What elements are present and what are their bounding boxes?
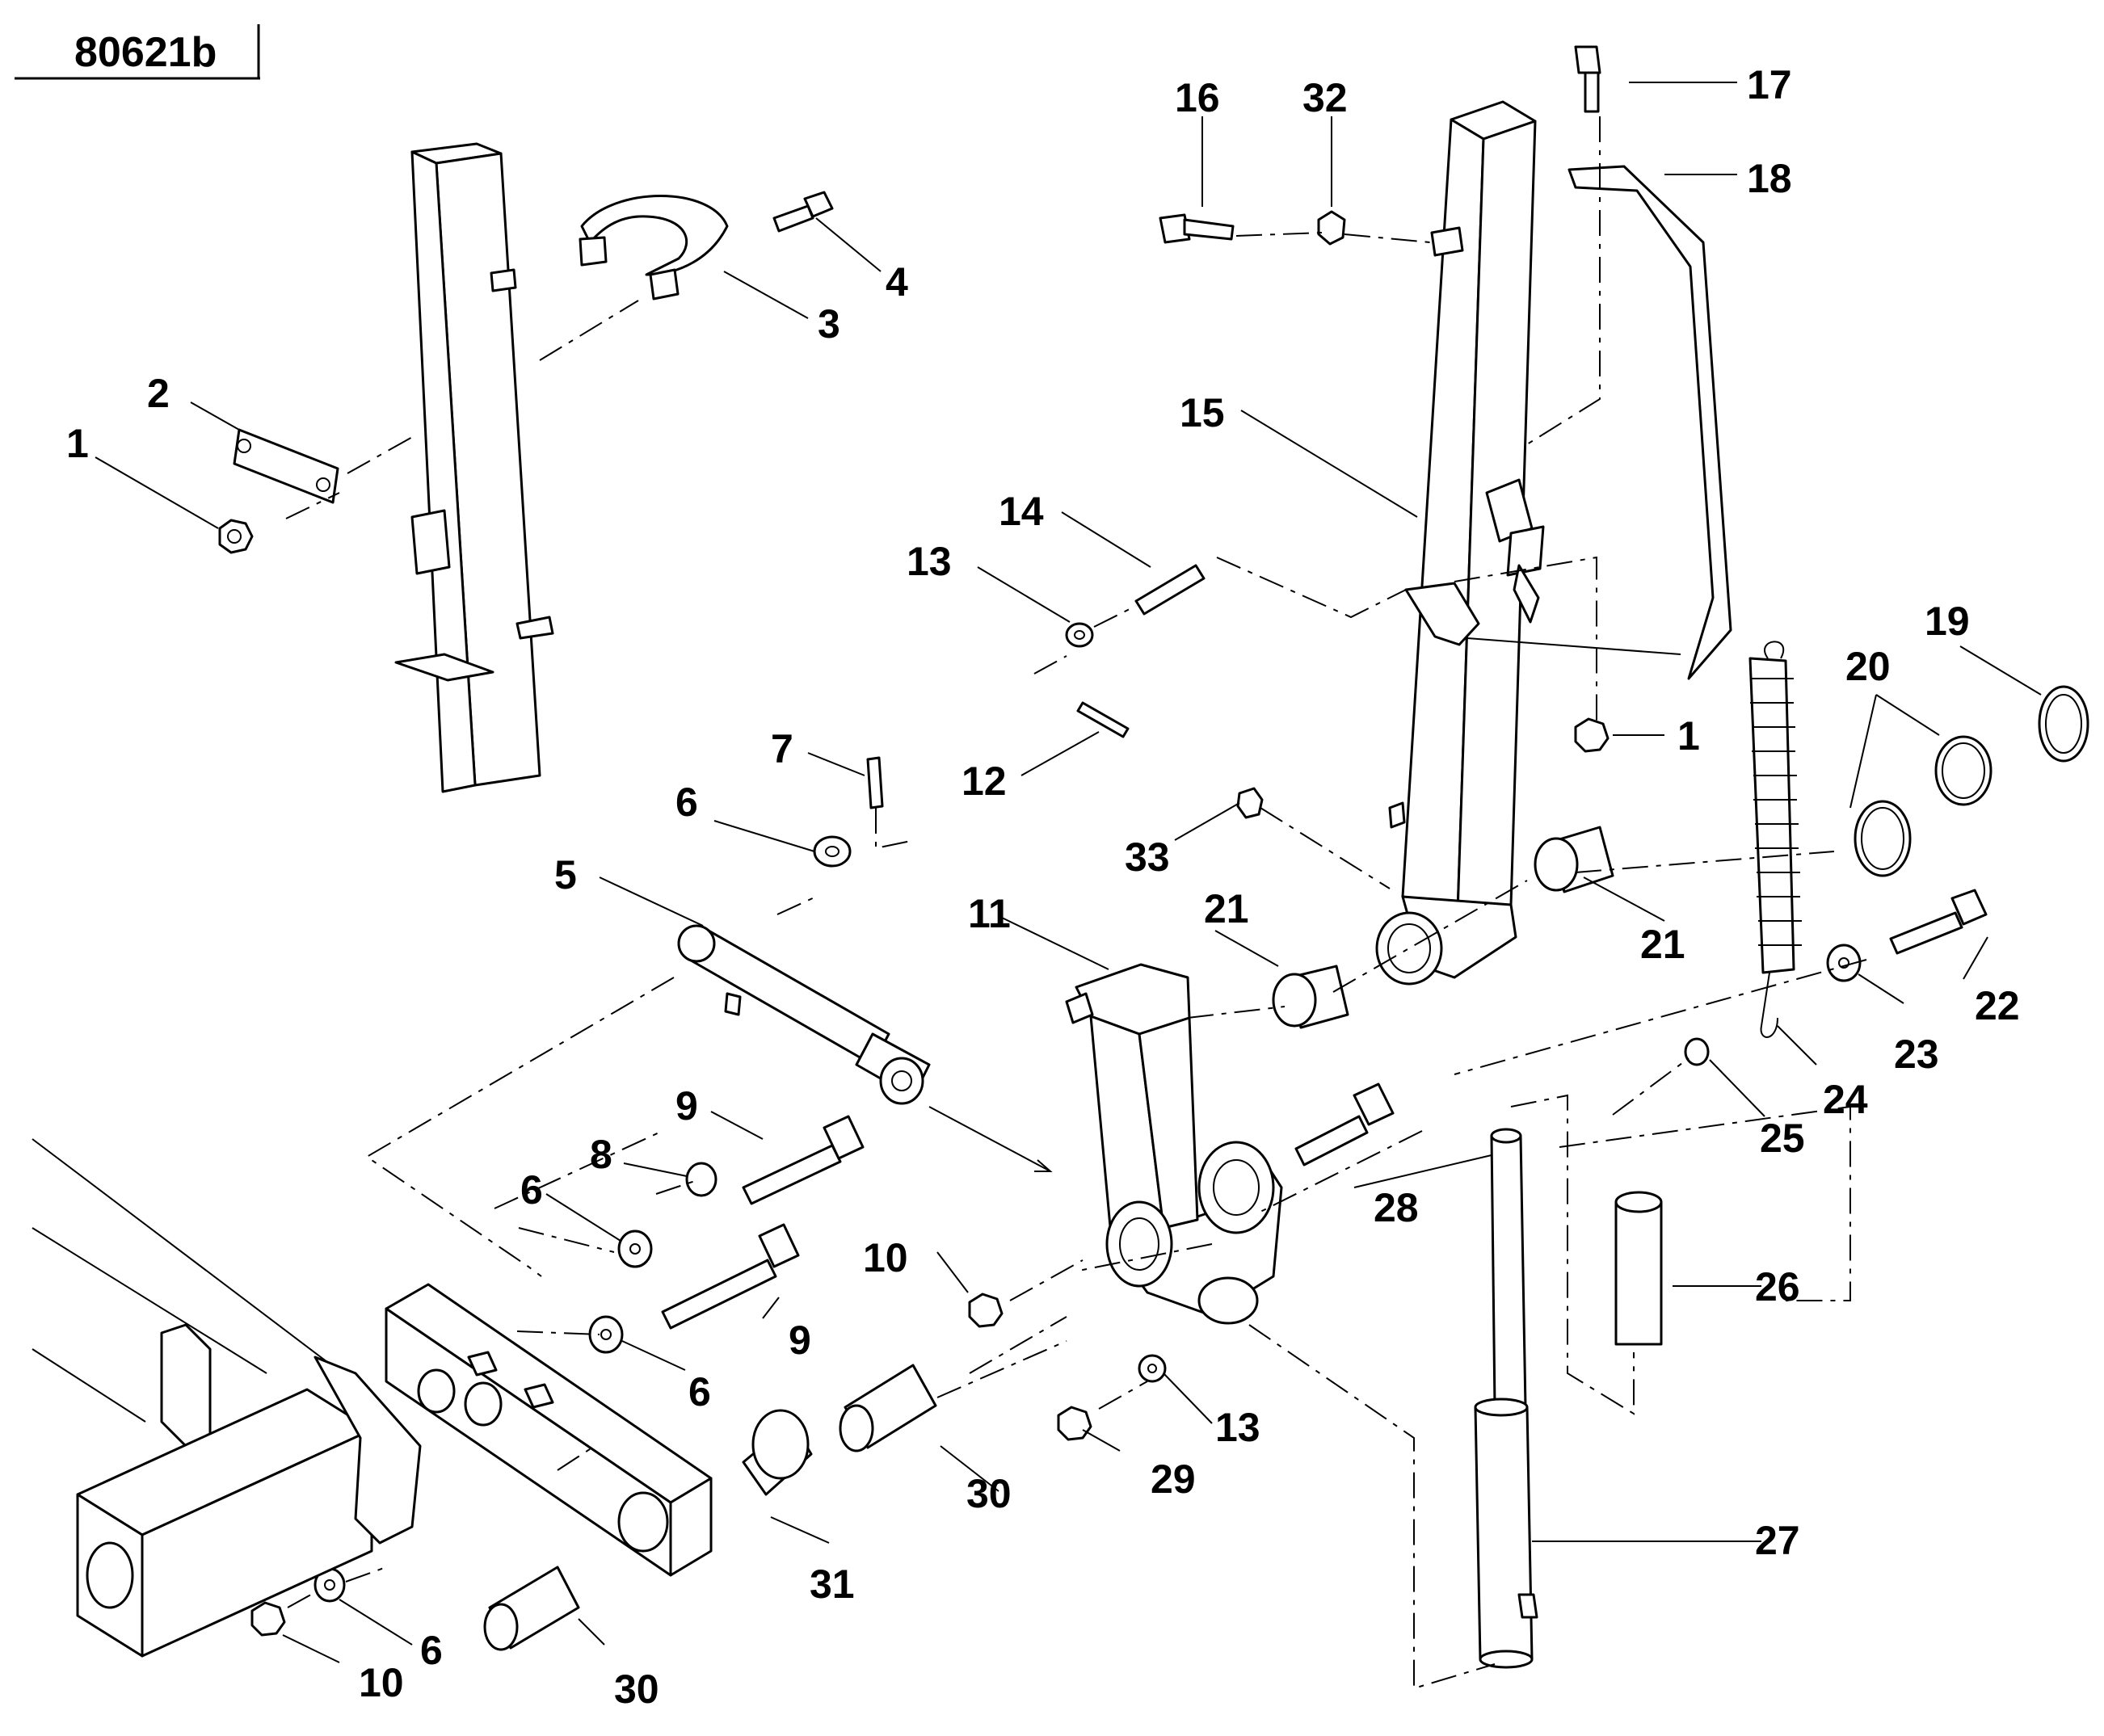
callout-26: 26 [1755, 1264, 1800, 1309]
tractor-frame [32, 1138, 422, 1658]
callout-3: 3 [818, 301, 840, 347]
callout-6-mid: 6 [688, 1369, 711, 1414]
spring-bracket [1567, 165, 1732, 680]
main-mast [1375, 100, 1545, 986]
spacer-25 [1684, 1037, 1710, 1066]
callout-32: 32 [1302, 75, 1348, 120]
callout-2: 2 [147, 371, 170, 416]
bolt-small [772, 191, 834, 233]
nut-10-upper [968, 1293, 1004, 1328]
thrust-washer-inner [1854, 800, 1912, 877]
callout-25: 25 [1760, 1116, 1805, 1161]
callout-33: 33 [1125, 834, 1170, 880]
bushing-upper [1534, 826, 1614, 893]
snap-ring [2038, 685, 2089, 763]
lock-washer [685, 1162, 717, 1197]
washer-13-lower [1138, 1354, 1167, 1383]
bolt-28 [1294, 1082, 1395, 1166]
roll-pin [866, 756, 884, 809]
knurled-bushing-lower [483, 1566, 580, 1651]
axle-beam [385, 1283, 813, 1577]
callout-4: 4 [886, 259, 908, 305]
thrust-washer-outer [1934, 735, 1992, 806]
callout-21-right: 21 [1640, 922, 1685, 967]
bolt-17 [1574, 45, 1601, 113]
callout-21-left: 21 [1204, 886, 1249, 931]
leader-lines [95, 82, 2042, 1663]
callout-30-upper: 30 [966, 1471, 1012, 1516]
spring-pin [1076, 701, 1130, 738]
drawing-id: 80621b [74, 29, 217, 76]
callout-8: 8 [590, 1132, 612, 1177]
extension-spring [1748, 641, 1802, 1038]
telescoping-post [1474, 1128, 1538, 1669]
hex-nut-right [1574, 717, 1610, 753]
callout-6-left: 6 [520, 1167, 543, 1213]
drawing-id-box: 80621b [15, 24, 260, 80]
callout-20: 20 [1845, 644, 1891, 689]
callout-10-lower: 10 [359, 1660, 404, 1705]
nut-10-lower [250, 1601, 286, 1637]
left-upright-tube [394, 142, 554, 793]
callout-11: 11 [968, 891, 1011, 936]
callout-28: 28 [1374, 1185, 1419, 1230]
callout-17: 17 [1747, 62, 1792, 107]
washer-13-upper [1065, 622, 1094, 648]
callout-14: 14 [999, 489, 1044, 534]
callout-22: 22 [1975, 983, 2020, 1028]
callout-6-top: 6 [675, 780, 698, 825]
grease-fitting [1236, 787, 1264, 819]
callout-labels: 1 2 3 4 5 6 6 6 6 7 8 9 9 10 10 11 12 13… [66, 62, 2020, 1712]
callout-18: 18 [1747, 156, 1792, 201]
callout-24: 24 [1823, 1077, 1868, 1122]
callout-13-upper: 13 [907, 539, 952, 584]
callout-27: 27 [1755, 1518, 1800, 1563]
flat-washer-upper [813, 835, 852, 868]
flat-washer-6-b [588, 1315, 624, 1354]
callout-9-lower: 9 [789, 1318, 811, 1363]
nut-29 [1057, 1406, 1092, 1441]
sleeve [1614, 1191, 1663, 1346]
callout-23: 23 [1894, 1032, 1939, 1077]
knurled-bushing-upper [839, 1364, 937, 1452]
strap-plate [233, 428, 339, 504]
bolt-9-upper [742, 1115, 865, 1205]
callout-15: 15 [1180, 390, 1225, 435]
u-bracket [579, 195, 729, 301]
centerlines [285, 116, 1867, 1690]
callout-30-lower: 30 [614, 1667, 659, 1712]
callout-19: 19 [1925, 599, 1970, 644]
bolt-9-lower [661, 1223, 800, 1330]
clevis-pin [1134, 564, 1206, 616]
bolt-22 [1889, 889, 1988, 955]
callout-13-lower: 13 [1215, 1405, 1260, 1450]
hex-nut-left [218, 519, 254, 554]
pivot-arm [1065, 963, 1283, 1325]
nut-32 [1317, 210, 1346, 246]
bushing-lower [1272, 965, 1349, 1029]
callout-5: 5 [554, 852, 577, 897]
callout-31: 31 [810, 1562, 855, 1607]
callout-1: 1 [66, 421, 89, 466]
callout-7: 7 [771, 726, 793, 771]
callout-6-bottom: 6 [420, 1628, 443, 1673]
callout-16: 16 [1175, 75, 1220, 120]
washer-23 [1826, 944, 1862, 982]
callout-10-upper: 10 [863, 1235, 908, 1280]
bolt-16 [1159, 213, 1235, 244]
callout-29: 29 [1151, 1456, 1196, 1502]
callout-12: 12 [962, 759, 1007, 804]
hydraulic-cylinder [677, 924, 931, 1105]
callout-1-right: 1 [1677, 713, 1700, 759]
callout-9-upper: 9 [675, 1083, 698, 1129]
flat-washer-6-a [617, 1229, 653, 1268]
